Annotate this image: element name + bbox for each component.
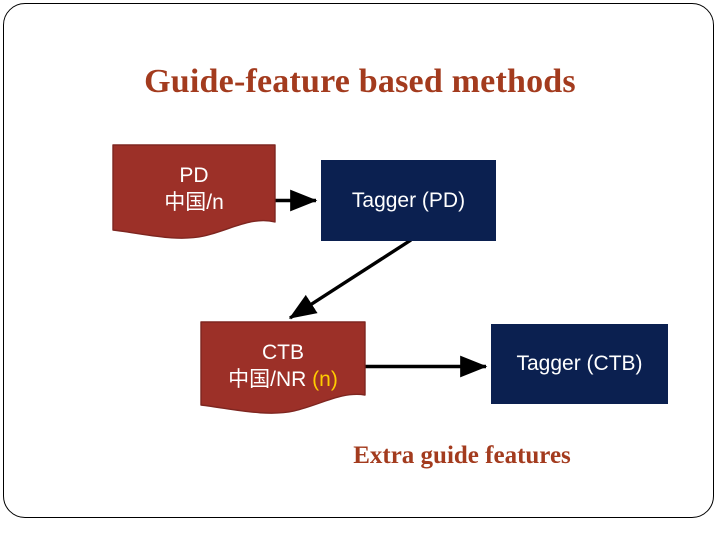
document-shape-icon: [200, 321, 366, 414]
node-tagger-pd-label: Tagger (PD): [351, 188, 466, 212]
node-ctb[interactable]: CTB 中国/NR (n): [200, 321, 366, 417]
node-tagger-ctb-label: Tagger (CTB): [516, 352, 643, 375]
slide-border-frame: [3, 3, 714, 518]
extra-guide-features-caption: Extra guide features: [353, 442, 571, 469]
node-tagger-ctb[interactable]: Tagger (CTB): [491, 324, 668, 404]
node-tagger-pd[interactable]: Tagger (PD): [321, 160, 496, 241]
page-title: Guide-feature based methods: [144, 63, 576, 100]
document-shape-icon: [112, 144, 276, 239]
node-pd[interactable]: PD 中国/n: [112, 144, 276, 240]
